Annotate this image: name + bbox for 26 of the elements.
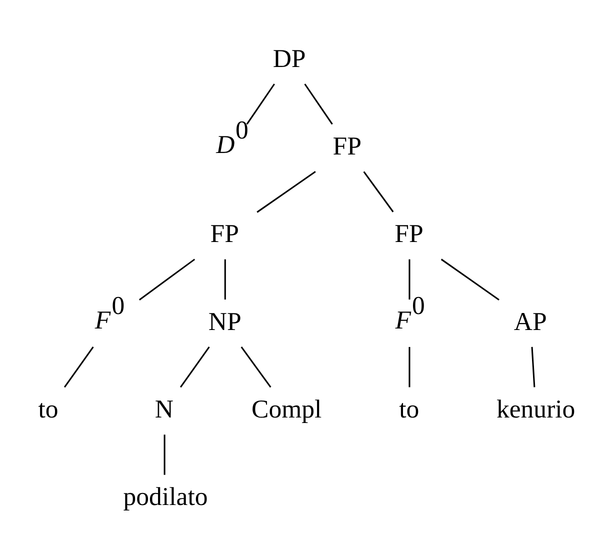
connector: [64, 346, 94, 388]
node-text: NP: [208, 306, 242, 336]
connector: [363, 171, 394, 212]
node-text: Compl: [252, 394, 322, 424]
node-text: DP: [272, 44, 306, 73]
connector: [440, 258, 500, 300]
node-text: to: [38, 394, 58, 424]
node-text: podilato: [123, 482, 208, 512]
connector: [240, 346, 272, 388]
connector: [408, 259, 410, 300]
connector: [164, 434, 166, 475]
connector: [224, 259, 226, 300]
connector: [180, 346, 210, 388]
node-text: N: [154, 394, 174, 424]
node-text: kenurio: [496, 394, 576, 424]
node-text: FP: [210, 219, 239, 248]
node-text: FP: [394, 219, 424, 248]
connector: [408, 346, 410, 388]
node-text: AP: [514, 306, 547, 336]
node-text: FP: [332, 131, 362, 160]
node-text: to: [399, 394, 420, 424]
connector: [246, 84, 275, 125]
connector: [531, 346, 536, 388]
connector: [138, 258, 196, 300]
connector: [304, 84, 333, 125]
connector: [256, 171, 316, 213]
